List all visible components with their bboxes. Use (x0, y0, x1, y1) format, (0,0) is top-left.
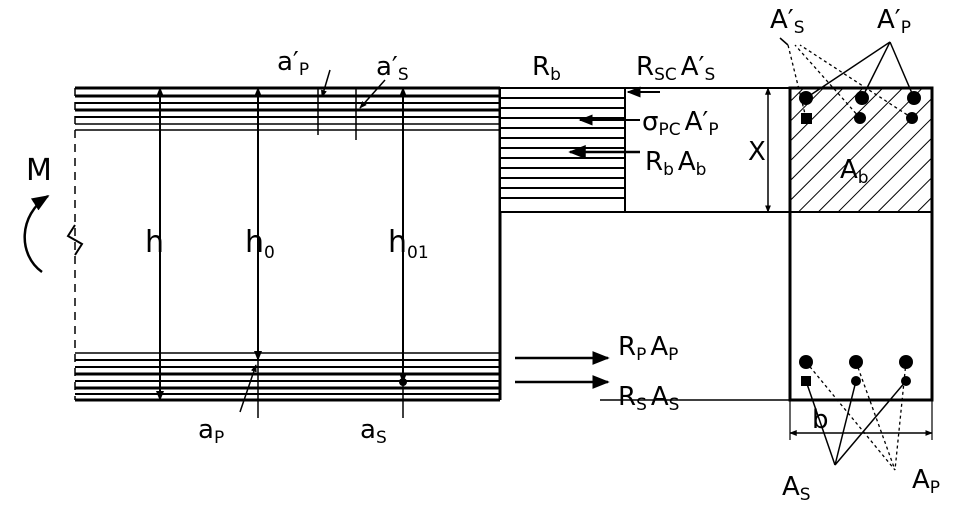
label-as-bottom: aS (360, 415, 387, 448)
label-ap-bottom: aP (198, 415, 224, 448)
cross-section: Ab A′S A′P b AS AP (770, 5, 940, 505)
top-reinforcement-band (75, 94, 500, 131)
label-b: b (812, 405, 829, 435)
label-as-section: AS (782, 472, 811, 505)
label-ap-section: AP (912, 465, 940, 498)
moment-label: M (26, 153, 52, 188)
label-ap-prime-section: A′P (877, 5, 911, 38)
label-h0: h0 (245, 225, 275, 263)
break-line-icon (66, 224, 84, 256)
rebar-dot-icon (801, 113, 812, 124)
label-as-top: a′S (376, 52, 409, 85)
bottom-reinforcement-band (75, 352, 500, 395)
curved-moment-arrow-icon (23, 194, 50, 274)
label-ap-top: a′P (277, 47, 309, 80)
label-rb-top: Rb (532, 52, 561, 85)
label-ab-section: Ab (840, 155, 869, 188)
top-leader-lines (779, 37, 915, 119)
stress-hatching (500, 97, 625, 199)
dimension-lines (156, 69, 407, 418)
bottom-leader-lines (805, 361, 907, 471)
label-x: X (748, 137, 766, 167)
beam-elevation: M h h0 h01 a′P a′S aP aS (23, 47, 502, 448)
label-h01: h01 (388, 225, 429, 263)
label-as-prime-section: A′S (770, 5, 805, 38)
label-h: h (145, 225, 164, 260)
